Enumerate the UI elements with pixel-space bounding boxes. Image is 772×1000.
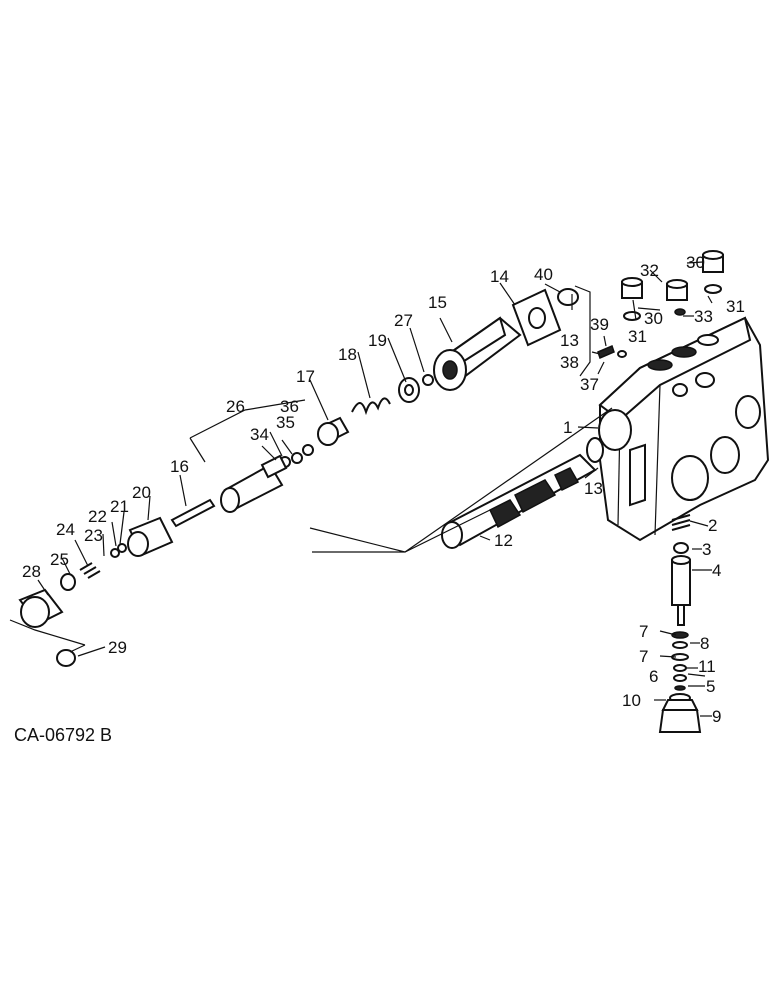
valve-body [598,316,770,542]
callout-13a: 13 [560,331,579,350]
callout-39: 39 [590,315,609,334]
callout-4: 4 [712,561,721,580]
callout-12: 12 [494,531,513,550]
callout-18: 18 [338,345,357,364]
callout-20: 20 [132,483,151,502]
cylinder-housing [433,288,579,391]
callout-37: 37 [580,375,599,394]
callout-2: 2 [708,516,717,535]
relief-cap-assembly [18,516,174,667]
callout-22: 22 [88,507,107,526]
callout-7b: 7 [639,647,648,666]
callout-34: 34 [250,425,269,444]
callout-11: 11 [698,657,716,676]
plugs [621,250,724,321]
callout-30a: 30 [686,253,705,272]
callout-1: 1 [563,418,572,437]
callout-14: 14 [490,267,509,286]
callout-28: 28 [22,562,41,581]
callout-31b: 31 [628,327,647,346]
callout-17: 17 [296,367,315,386]
callout-9: 9 [712,707,721,726]
plunger-assembly [170,454,288,528]
callout-26: 26 [226,397,245,416]
callout-labels: 1 2 3 4 5 6 7 7 8 9 10 11 12 13 13 14 15… [22,253,745,726]
lower-stem-assembly [658,514,702,733]
callout-3: 3 [702,540,711,559]
callout-23: 23 [84,526,103,545]
callout-30b: 30 [644,309,663,328]
callout-29: 29 [108,638,127,657]
callout-25: 25 [50,550,69,569]
callout-6: 6 [649,667,658,686]
callout-21: 21 [110,497,129,516]
spring-and-washers [279,374,434,468]
callout-10: 10 [622,691,641,710]
callout-40: 40 [534,265,553,284]
callout-13b: 13 [584,479,603,498]
drawing-code: CA-06792 B [14,725,112,745]
callout-32: 32 [640,261,659,280]
callout-8: 8 [700,634,709,653]
callout-5: 5 [706,677,715,696]
callout-36: 36 [280,397,299,416]
callout-38: 38 [560,353,579,372]
callout-16: 16 [170,457,189,476]
callout-7a: 7 [639,622,648,641]
callout-27: 27 [394,311,413,330]
callout-35: 35 [276,413,295,432]
callout-31a: 31 [726,297,745,316]
callout-24: 24 [56,520,75,539]
small-pin-parts [597,344,627,360]
leader-lines [9,261,713,717]
spool [441,437,604,549]
callout-19: 19 [368,331,387,350]
callout-33: 33 [694,307,713,326]
callout-15: 15 [428,293,447,312]
